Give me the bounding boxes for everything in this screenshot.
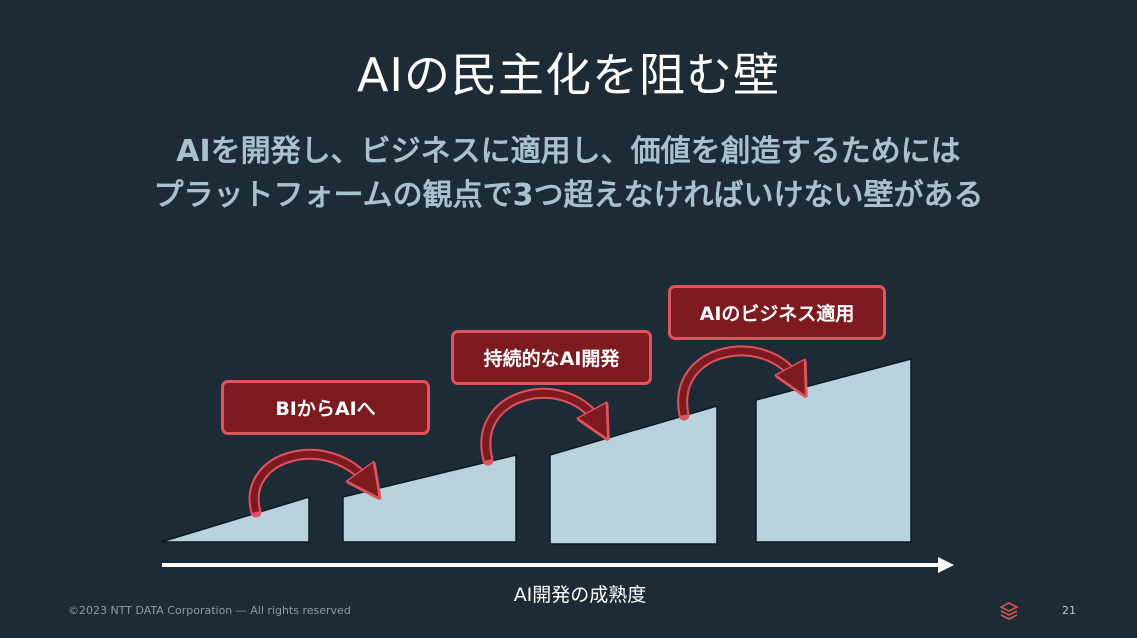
- stacked-layers-icon: [999, 602, 1019, 620]
- barrier-arrow-1: [248, 448, 370, 518]
- barrier-arrow-2: [480, 387, 600, 466]
- subtitle-line-2: プラットフォームの観点で3つ超えなければいけない壁がある: [153, 178, 984, 213]
- barrier-label-3-text: AIのビジネス適用: [699, 303, 855, 325]
- barrier-arrow-3: [677, 345, 798, 421]
- step-segment-3: [549, 404, 718, 545]
- slide-subtitle: AIを開発し、ビジネスに適用し、価値を創造するためには プラットフォームの観点で…: [0, 130, 1137, 218]
- step-segment-4: [755, 358, 912, 543]
- barrier-label-2: 持続的なAI開発: [451, 330, 652, 385]
- barrier-label-1: BIからAIへ: [221, 380, 430, 435]
- slide-title: AIの民主化を阻む壁: [356, 48, 781, 102]
- page-number: 21: [1062, 604, 1076, 617]
- barrier-label-1-text: BIからAIへ: [275, 398, 376, 420]
- step-segment-2: [342, 454, 517, 543]
- barrier-label-2-text: 持続的なAI開発: [483, 348, 620, 370]
- copyright-footer: ©2023 NTT DATA Corporation — All rights …: [68, 604, 351, 617]
- barrier-label-3: AIのビジネス適用: [668, 285, 886, 340]
- axis-label: AI開発の成熟度: [513, 584, 647, 606]
- step-segment-1: [160, 495, 310, 543]
- subtitle-line-1: AIを開発し、ビジネスに適用し、価値を創造するためには: [176, 134, 961, 169]
